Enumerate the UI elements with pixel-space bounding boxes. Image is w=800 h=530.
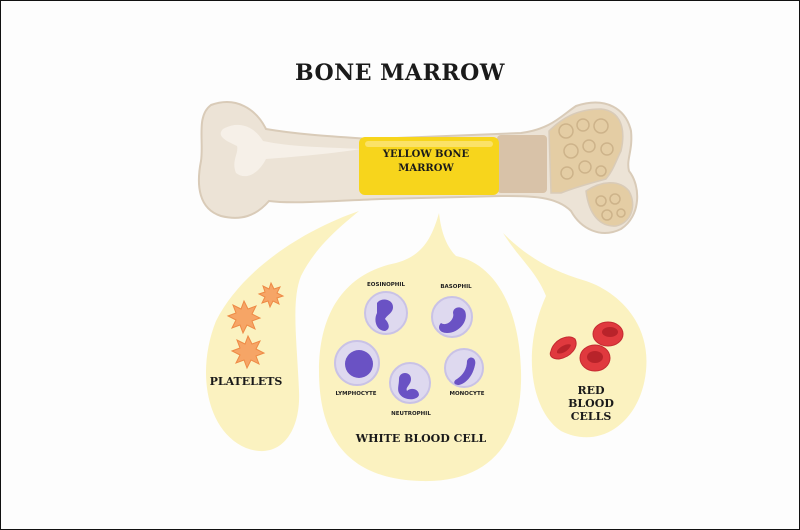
lymphocyte-label: LYMPHOCYTE [335,391,377,397]
white-blood-cell-bubble [319,213,522,482]
yellow-bone-marrow-label: YELLOW BONE MARROW [382,149,470,174]
platelets-illustration [226,281,285,370]
red-blood-cells-bubble [503,233,647,438]
monocyte-label: MONOCYTE [449,391,485,397]
white-blood-cells-illustration [334,291,484,404]
white-blood-cell-label: WHITE BLOOD CELL [355,432,487,445]
platelets-bubble [206,211,359,452]
bone-illustration [197,101,639,234]
neutrophil-label: NEUTROPHIL [391,411,431,417]
page-title: BONE MARROW [294,60,506,86]
basophil-label: BASOPHIL [440,284,472,290]
red-blood-cells-illustration [549,321,624,372]
platelets-label: PLATELETS [209,375,283,388]
eosinophil-label: EOSINOPHIL [367,282,405,288]
red-blood-cells-label: RED BLOOD CELLS [568,384,614,423]
